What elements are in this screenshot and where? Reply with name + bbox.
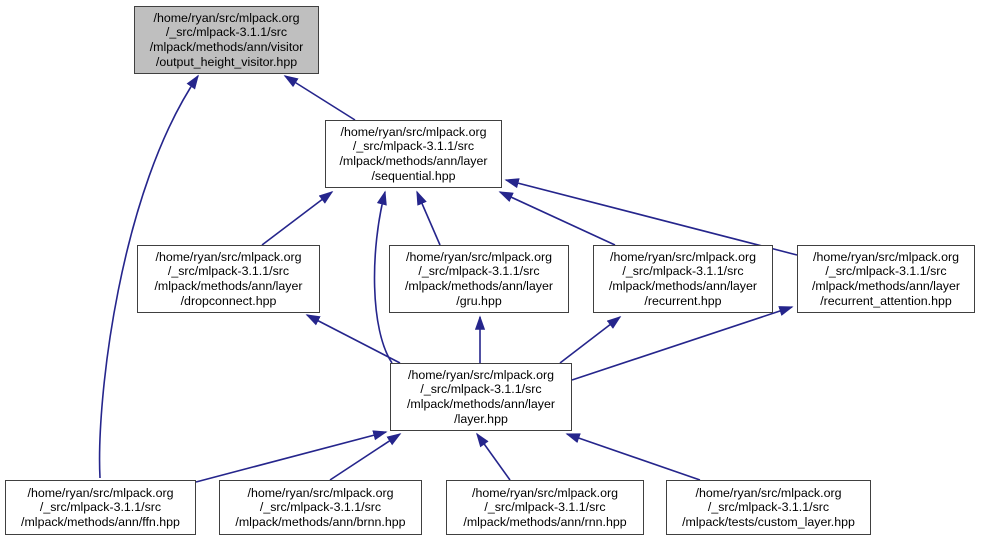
node-label-line: /_src/mlpack-3.1.1/src	[167, 264, 290, 279]
gru-node[interactable]: /home/ryan/src/mlpack.org/_src/mlpack-3.…	[389, 245, 569, 313]
node-label-line: /_src/mlpack-3.1.1/src	[707, 500, 830, 515]
dropconnect-node[interactable]: /home/ryan/src/mlpack.org/_src/mlpack-3.…	[137, 245, 320, 313]
node-label-line: /home/ryan/src/mlpack.org	[155, 249, 302, 264]
node-label-line: /home/ryan/src/mlpack.org	[610, 249, 756, 264]
node-label-line: /mlpack/methods/ann/visitor	[149, 40, 304, 54]
node-label-line: /recurrent_attention.hpp	[820, 293, 952, 308]
edge-custom-layer-to-layer	[565, 433, 701, 481]
edge-layer-to-dropconnect	[305, 314, 401, 364]
edge-ffn-to-output-height-visitor	[98, 74, 199, 479]
node-label-line: /home/ryan/src/mlpack.org	[27, 485, 174, 500]
node-label-line: /home/ryan/src/mlpack.org	[247, 485, 394, 500]
node-label-line: /_src/mlpack-3.1.1/src	[352, 139, 475, 154]
rnn-node[interactable]: /home/ryan/src/mlpack.org/_src/mlpack-3.…	[446, 480, 644, 535]
ffn-node[interactable]: /home/ryan/src/mlpack.org/_src/mlpack-3.…	[5, 480, 196, 535]
node-label-line: /_src/mlpack-3.1.1/src	[484, 500, 606, 515]
node-label-line: /_src/mlpack-3.1.1/src	[622, 264, 744, 279]
node-label-line: /_src/mlpack-3.1.1/src	[420, 382, 542, 397]
edge-ffn-to-layer	[195, 430, 388, 483]
recurrent-attention-node[interactable]: /home/ryan/src/mlpack.org/_src/mlpack-3.…	[797, 245, 975, 313]
node-label-line: /home/ryan/src/mlpack.org	[472, 485, 618, 500]
node-label-line: /home/ryan/src/mlpack.org	[695, 485, 842, 500]
node-label-line: /mlpack/methods/ann/layer	[811, 279, 961, 293]
node-label-line: /mlpack/methods/ann/ffn.hpp	[21, 514, 180, 529]
node-label-line: /_src/mlpack-3.1.1/src	[39, 500, 162, 515]
edge-layer-to-recurrent	[559, 316, 622, 364]
node-label-line: /mlpack/methods/ann/layer	[339, 154, 488, 168]
edge-dropconnect-to-sequential	[261, 191, 334, 246]
edge-sequential-to-output-height-visitor	[283, 75, 356, 121]
node-label-line: /recurrent.hpp	[644, 293, 722, 308]
node-label-line: /home/ryan/src/mlpack.org	[813, 249, 959, 264]
layer-node[interactable]: /home/ryan/src/mlpack.org/_src/mlpack-3.…	[390, 363, 572, 431]
node-label-line: /mlpack/methods/ann/layer	[154, 279, 303, 293]
node-label-line: /gru.hpp	[456, 293, 502, 308]
node-label-line: /home/ryan/src/mlpack.org	[340, 124, 487, 139]
node-label-line: /mlpack/methods/ann/layer	[404, 279, 554, 293]
node-label-line: /mlpack/tests/custom_layer.hpp	[682, 514, 855, 529]
sequential-node[interactable]: /home/ryan/src/mlpack.org/_src/mlpack-3.…	[325, 120, 502, 188]
node-label-line: /_src/mlpack-3.1.1/src	[165, 25, 288, 40]
edge-group	[98, 74, 798, 483]
node-label-line: /mlpack/methods/ann/layer	[406, 397, 556, 411]
node-label-line: /home/ryan/src/mlpack.org	[153, 10, 300, 25]
node-label-line: /dropconnect.hpp	[180, 293, 277, 308]
edge-layer-to-sequential	[373, 190, 393, 364]
node-label-line: /_src/mlpack-3.1.1/src	[418, 264, 540, 279]
brnn-node[interactable]: /home/ryan/src/mlpack.org/_src/mlpack-3.…	[219, 480, 422, 535]
node-label-line: /output_height_visitor.hpp	[155, 54, 298, 69]
node-label-line: /mlpack/methods/ann/brnn.hpp	[235, 514, 406, 529]
node-label-line: /layer.hpp	[454, 411, 508, 426]
node-label-line: /mlpack/methods/ann/layer	[608, 279, 758, 293]
node-label-line: /mlpack/methods/ann/rnn.hpp	[463, 514, 627, 529]
node-label-line: /_src/mlpack-3.1.1/src	[259, 500, 382, 515]
edge-gru-to-sequential	[416, 190, 441, 246]
recurrent-node[interactable]: /home/ryan/src/mlpack.org/_src/mlpack-3.…	[593, 245, 773, 313]
edge-layer-to-recurrent-attention	[571, 306, 794, 381]
edge-brnn-to-layer	[329, 433, 402, 481]
node-label-line: /_src/mlpack-3.1.1/src	[825, 264, 947, 279]
node-label-line: /sequential.hpp	[371, 168, 456, 183]
custom-layer-node[interactable]: /home/ryan/src/mlpack.org/_src/mlpack-3.…	[666, 480, 871, 535]
edge-recurrent-attention-to-sequential	[504, 178, 798, 256]
output-height-visitor-node[interactable]: /home/ryan/src/mlpack.org/_src/mlpack-3.…	[134, 6, 319, 74]
edge-recurrent-to-sequential	[498, 191, 616, 246]
node-label-line: /home/ryan/src/mlpack.org	[408, 367, 554, 382]
node-label-line: /home/ryan/src/mlpack.org	[406, 249, 552, 264]
edge-rnn-to-layer	[476, 432, 511, 481]
